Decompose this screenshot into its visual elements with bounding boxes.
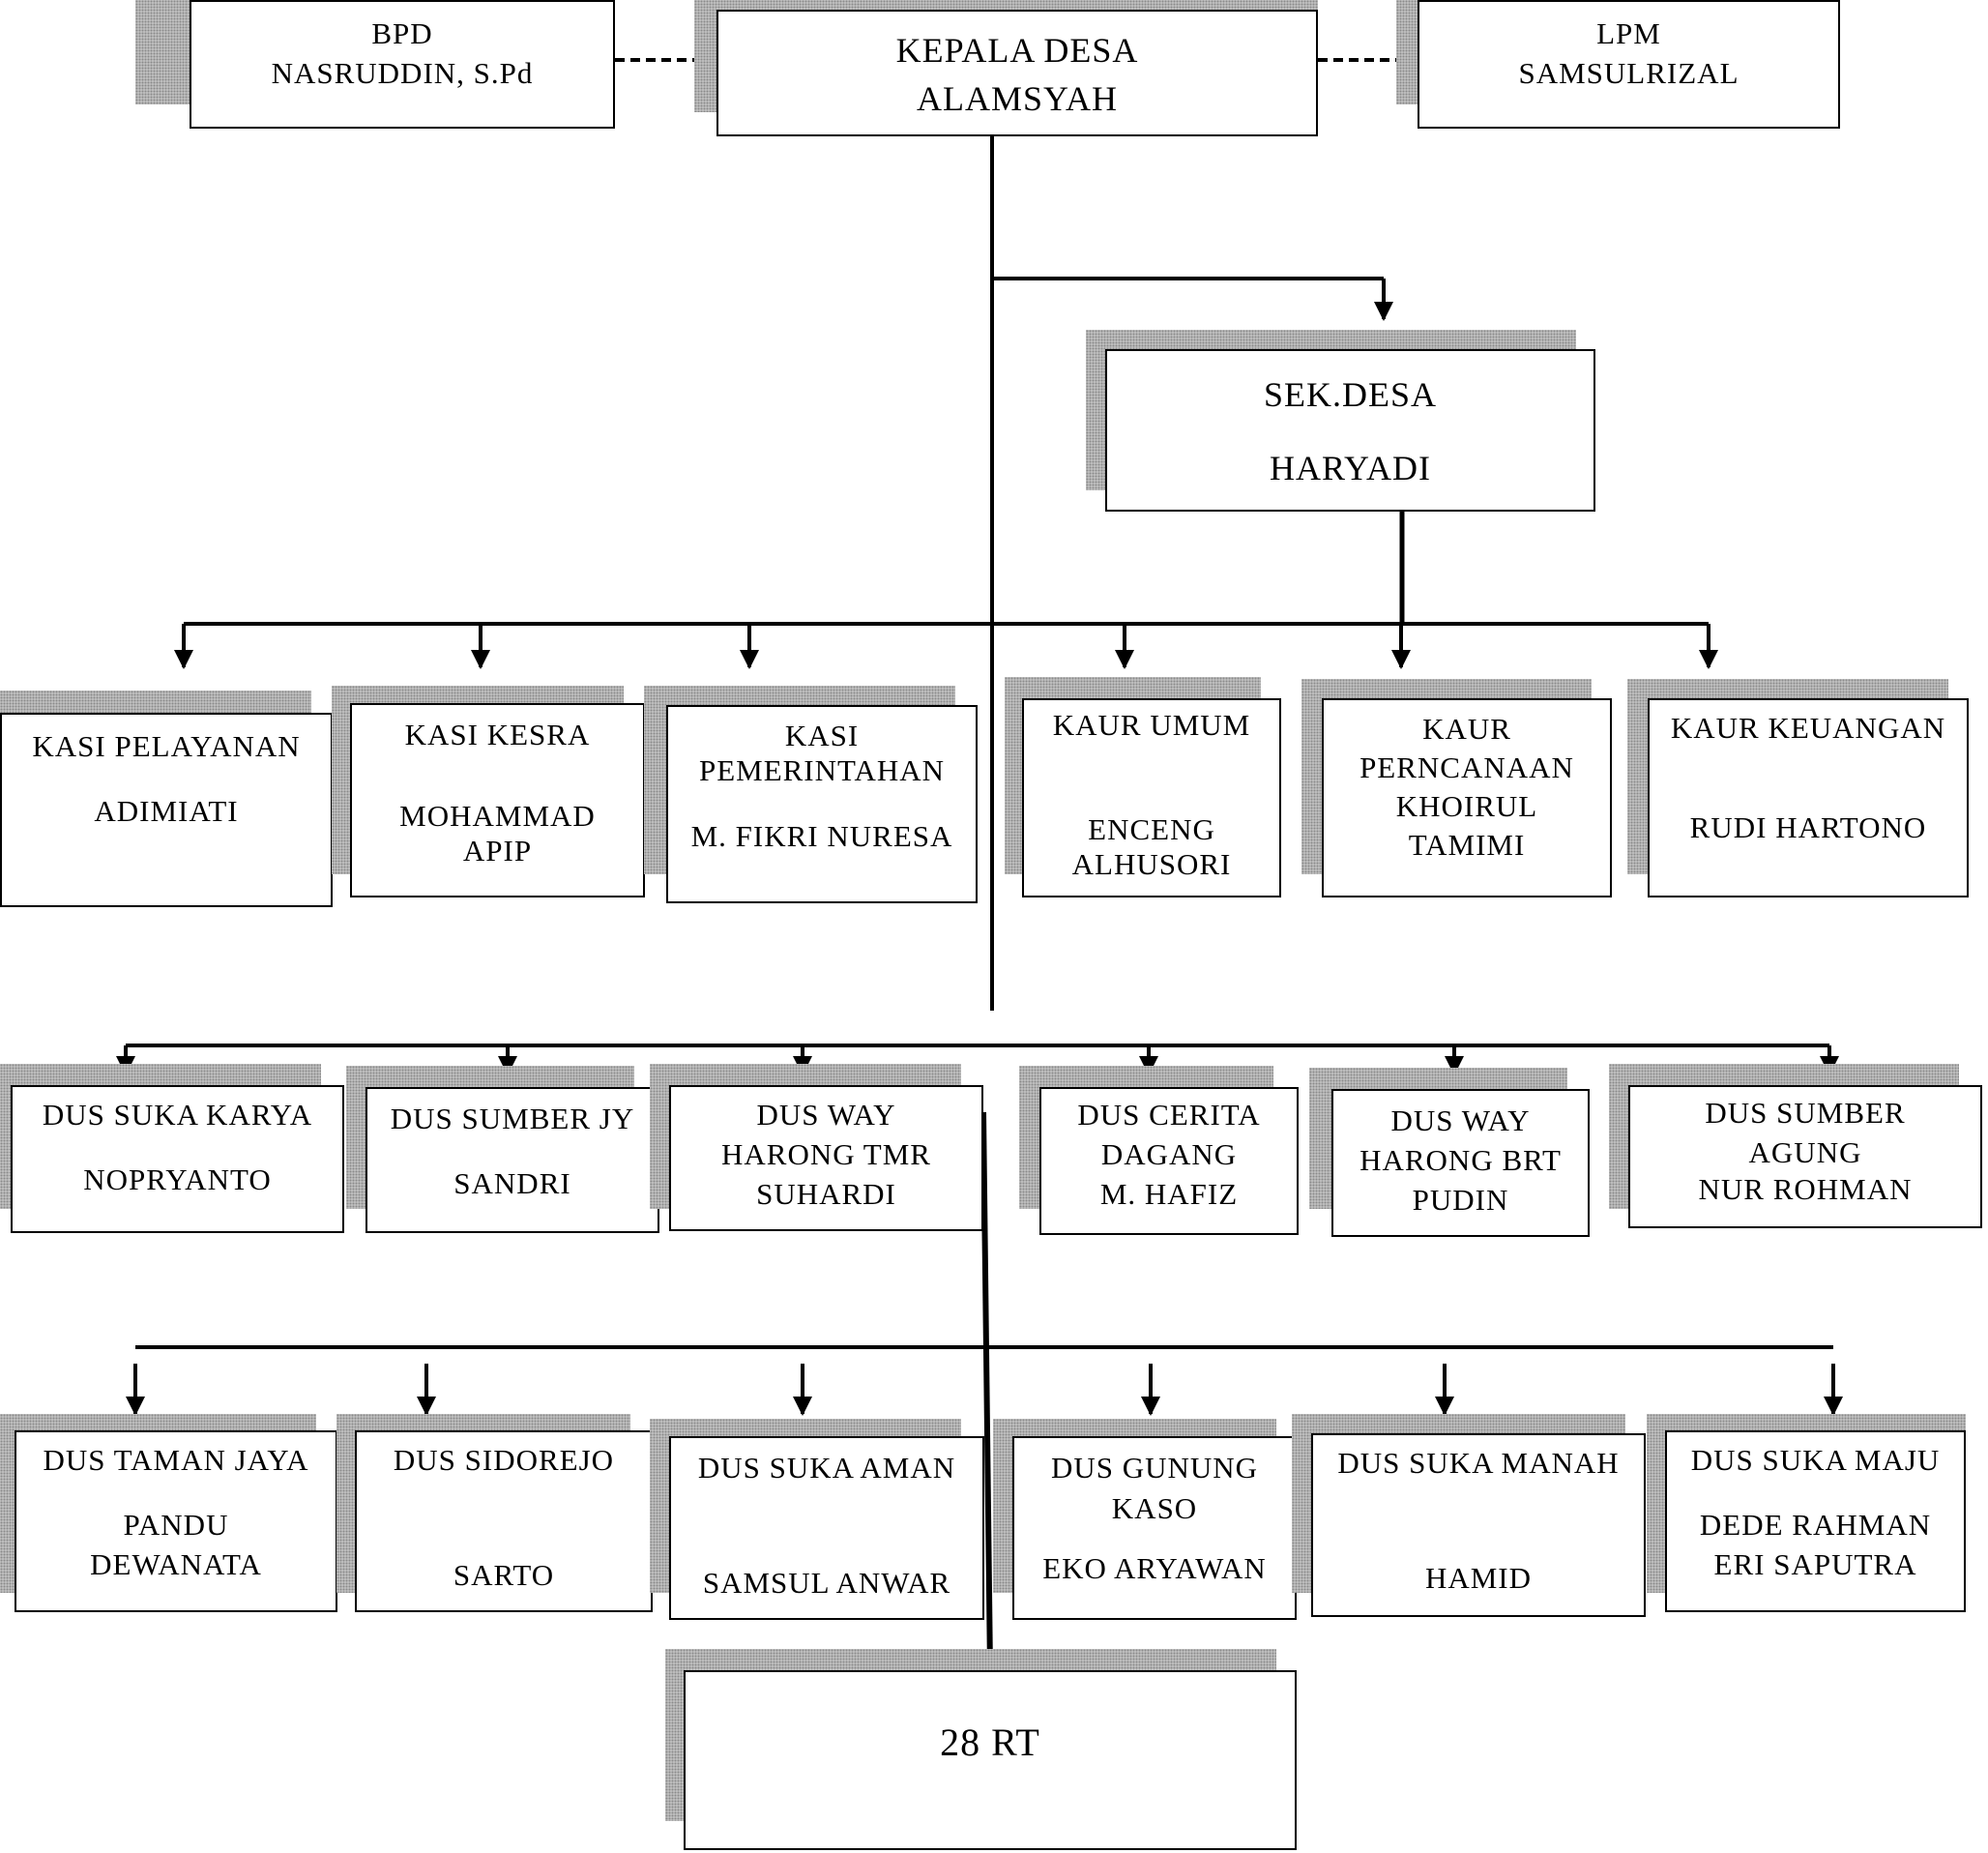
dus-gunung-kaso-box: DUS GUNUNG KASO EKO ARYAWAN xyxy=(1012,1436,1297,1620)
dus-sumber-jy-name: SANDRI xyxy=(453,1166,571,1200)
dus-cerita-dagang-line-1: DUS CERITA xyxy=(1077,1098,1261,1132)
kasi-pelayanan-name: ADIMIATI xyxy=(94,794,239,828)
kaur-keuangan-title: KAUR KEUANGAN xyxy=(1670,711,1946,745)
dus-sidorejo-box: DUS SIDOREJO SARTO xyxy=(355,1430,653,1612)
kaur-perencanaan-title-1: KAUR xyxy=(1422,712,1511,746)
dus-cerita-dagang-line-2: DAGANG xyxy=(1100,1137,1238,1171)
sek-desa-box: SEK.DESA HARYADI xyxy=(1105,349,1595,512)
bpd-box: BPD NASRUDDIN, S.Pd xyxy=(190,0,615,129)
dus-taman-jaya-title: DUS TAMAN JAYA xyxy=(43,1443,309,1477)
connector-lines xyxy=(116,58,1843,1671)
sek-desa-title: SEK.DESA xyxy=(1263,375,1438,414)
line-to-rt xyxy=(980,1111,993,1671)
kaur-perencanaan-name-1: KHOIRUL xyxy=(1395,789,1538,823)
kepala-desa-title: KEPALA DESA xyxy=(895,31,1139,70)
lpm-name: SAMSULRIZAL xyxy=(1518,56,1740,90)
dus-gunung-kaso-line-1: DUS GUNUNG xyxy=(1050,1451,1259,1485)
kaur-umum-name-1: ENCENG xyxy=(1088,812,1215,846)
rt-label: 28 RT xyxy=(940,1721,1040,1764)
dus-sumber-agung-name: NUR ROHMAN xyxy=(1698,1172,1913,1206)
dus-taman-jaya-box: DUS TAMAN JAYA PANDU DEWANATA xyxy=(15,1430,337,1612)
dus-suka-manah-name: HAMID xyxy=(1424,1561,1533,1595)
kepala-desa-box: KEPALA DESA ALAMSYAH xyxy=(716,10,1318,136)
kasi-pelayanan-box: KASI PELAYANAN ADIMIATI xyxy=(0,713,333,907)
dus-sumber-jy-box: DUS SUMBER JY SANDRI xyxy=(365,1087,659,1233)
lpm-box: LPM SAMSULRIZAL xyxy=(1418,0,1840,129)
dus-suka-karya-box: DUS SUKA KARYA NOPRYANTO xyxy=(11,1085,344,1233)
dus-way-harong-brt-line-1: DUS WAY xyxy=(1390,1103,1531,1137)
dus-way-harong-tmr-line-2: HARONG TMR xyxy=(721,1137,931,1171)
kasi-kesra-title: KASI KESRA xyxy=(404,718,591,751)
kasi-kesra-name-1: MOHAMMAD xyxy=(399,799,596,833)
dus-suka-manah-title: DUS SUKA MANAH xyxy=(1337,1446,1620,1480)
kaur-perencanaan-name-2: TAMIMI xyxy=(1408,828,1526,862)
kaur-umum-box: KAUR UMUM ENCENG ALHUSORI xyxy=(1022,698,1281,897)
dus-suka-aman-name: SAMSUL ANWAR xyxy=(702,1566,951,1600)
kasi-pelayanan-title: KASI PELAYANAN xyxy=(32,729,301,763)
kaur-umum-title: KAUR UMUM xyxy=(1052,708,1251,742)
dus-way-harong-tmr-name: SUHARDI xyxy=(756,1177,896,1211)
kaur-perencanaan-box: KAUR PERNCANAAN KHOIRUL TAMIMI xyxy=(1322,698,1612,897)
dus-sumber-agung-line-2: AGUNG xyxy=(1748,1135,1862,1169)
dus-way-harong-brt-box: DUS WAY HARONG BRT PUDIN xyxy=(1331,1089,1590,1237)
dus-sidorejo-name: SARTO xyxy=(453,1558,555,1592)
dus-suka-maju-name-2: ERI SAPUTRA xyxy=(1713,1547,1917,1581)
dus-suka-aman-box: DUS SUKA AMAN SAMSUL ANWAR xyxy=(669,1436,984,1620)
bpd-title: BPD xyxy=(371,16,433,50)
dus-cerita-dagang-box: DUS CERITA DAGANG M. HAFIZ xyxy=(1039,1087,1299,1235)
kepala-desa-name: ALAMSYAH xyxy=(916,79,1119,118)
rt-box: 28 RT xyxy=(684,1670,1297,1850)
sek-desa-name: HARYADI xyxy=(1269,449,1431,487)
kasi-kesra-box: KASI KESRA MOHAMMAD APIP xyxy=(350,703,645,897)
dus-taman-jaya-name-2: DEWANATA xyxy=(90,1547,262,1581)
kasi-pemerintahan-box: KASI PEMERINTAHAN M. FIKRI NURESA xyxy=(666,705,978,903)
dus-way-harong-tmr-box: DUS WAY HARONG TMR SUHARDI xyxy=(669,1085,983,1231)
bpd-name: NASRUDDIN, S.Pd xyxy=(271,56,534,90)
dus-taman-jaya-name-1: PANDU xyxy=(123,1508,229,1542)
kasi-kesra-name-2: APIP xyxy=(462,834,533,868)
kaur-umum-name-2: ALHUSORI xyxy=(1071,847,1232,881)
dus-suka-aman-title: DUS SUKA AMAN xyxy=(697,1451,956,1485)
dus-sumber-agung-box: DUS SUMBER AGUNG NUR ROHMAN xyxy=(1628,1085,1982,1228)
kaur-keuangan-box: KAUR KEUANGAN RUDI HARTONO xyxy=(1648,698,1969,897)
dus-suka-manah-box: DUS SUKA MANAH HAMID xyxy=(1311,1433,1646,1617)
kaur-perencanaan-title-2: PERNCANAAN xyxy=(1359,750,1574,784)
kasi-pemerintahan-title-2: PEMERINTAHAN xyxy=(698,753,946,787)
dus-cerita-dagang-name: M. HAFIZ xyxy=(1099,1177,1239,1211)
dus-way-harong-brt-line-2: HARONG BRT xyxy=(1359,1143,1562,1177)
kaur-keuangan-name: RUDI HARTONO xyxy=(1689,810,1927,844)
dus-sumber-jy-title: DUS SUMBER JY xyxy=(390,1102,635,1135)
dus-suka-maju-title: DUS SUKA MAJU xyxy=(1690,1443,1941,1477)
dus-suka-maju-name-1: DEDE RAHMAN xyxy=(1699,1508,1932,1542)
kasi-pemerintahan-name: M. FIKRI NURESA xyxy=(690,819,953,853)
dus-sumber-agung-line-1: DUS SUMBER xyxy=(1705,1096,1906,1130)
dus-suka-karya-title: DUS SUKA KARYA xyxy=(42,1098,313,1132)
dus-way-harong-tmr-line-1: DUS WAY xyxy=(756,1098,896,1132)
lpm-title: LPM xyxy=(1596,16,1661,50)
dus-sidorejo-title: DUS SIDOREJO xyxy=(393,1443,615,1477)
dus-gunung-kaso-name: EKO ARYAWAN xyxy=(1042,1551,1267,1585)
kasi-pemerintahan-title-1: KASI xyxy=(784,719,860,752)
dus-suka-karya-name: NOPRYANTO xyxy=(83,1162,272,1196)
dus-gunung-kaso-line-2: KASO xyxy=(1111,1491,1198,1525)
dus-suka-maju-box: DUS SUKA MAJU DEDE RAHMAN ERI SAPUTRA xyxy=(1665,1430,1966,1612)
dus-way-harong-brt-name: PUDIN xyxy=(1412,1183,1509,1217)
